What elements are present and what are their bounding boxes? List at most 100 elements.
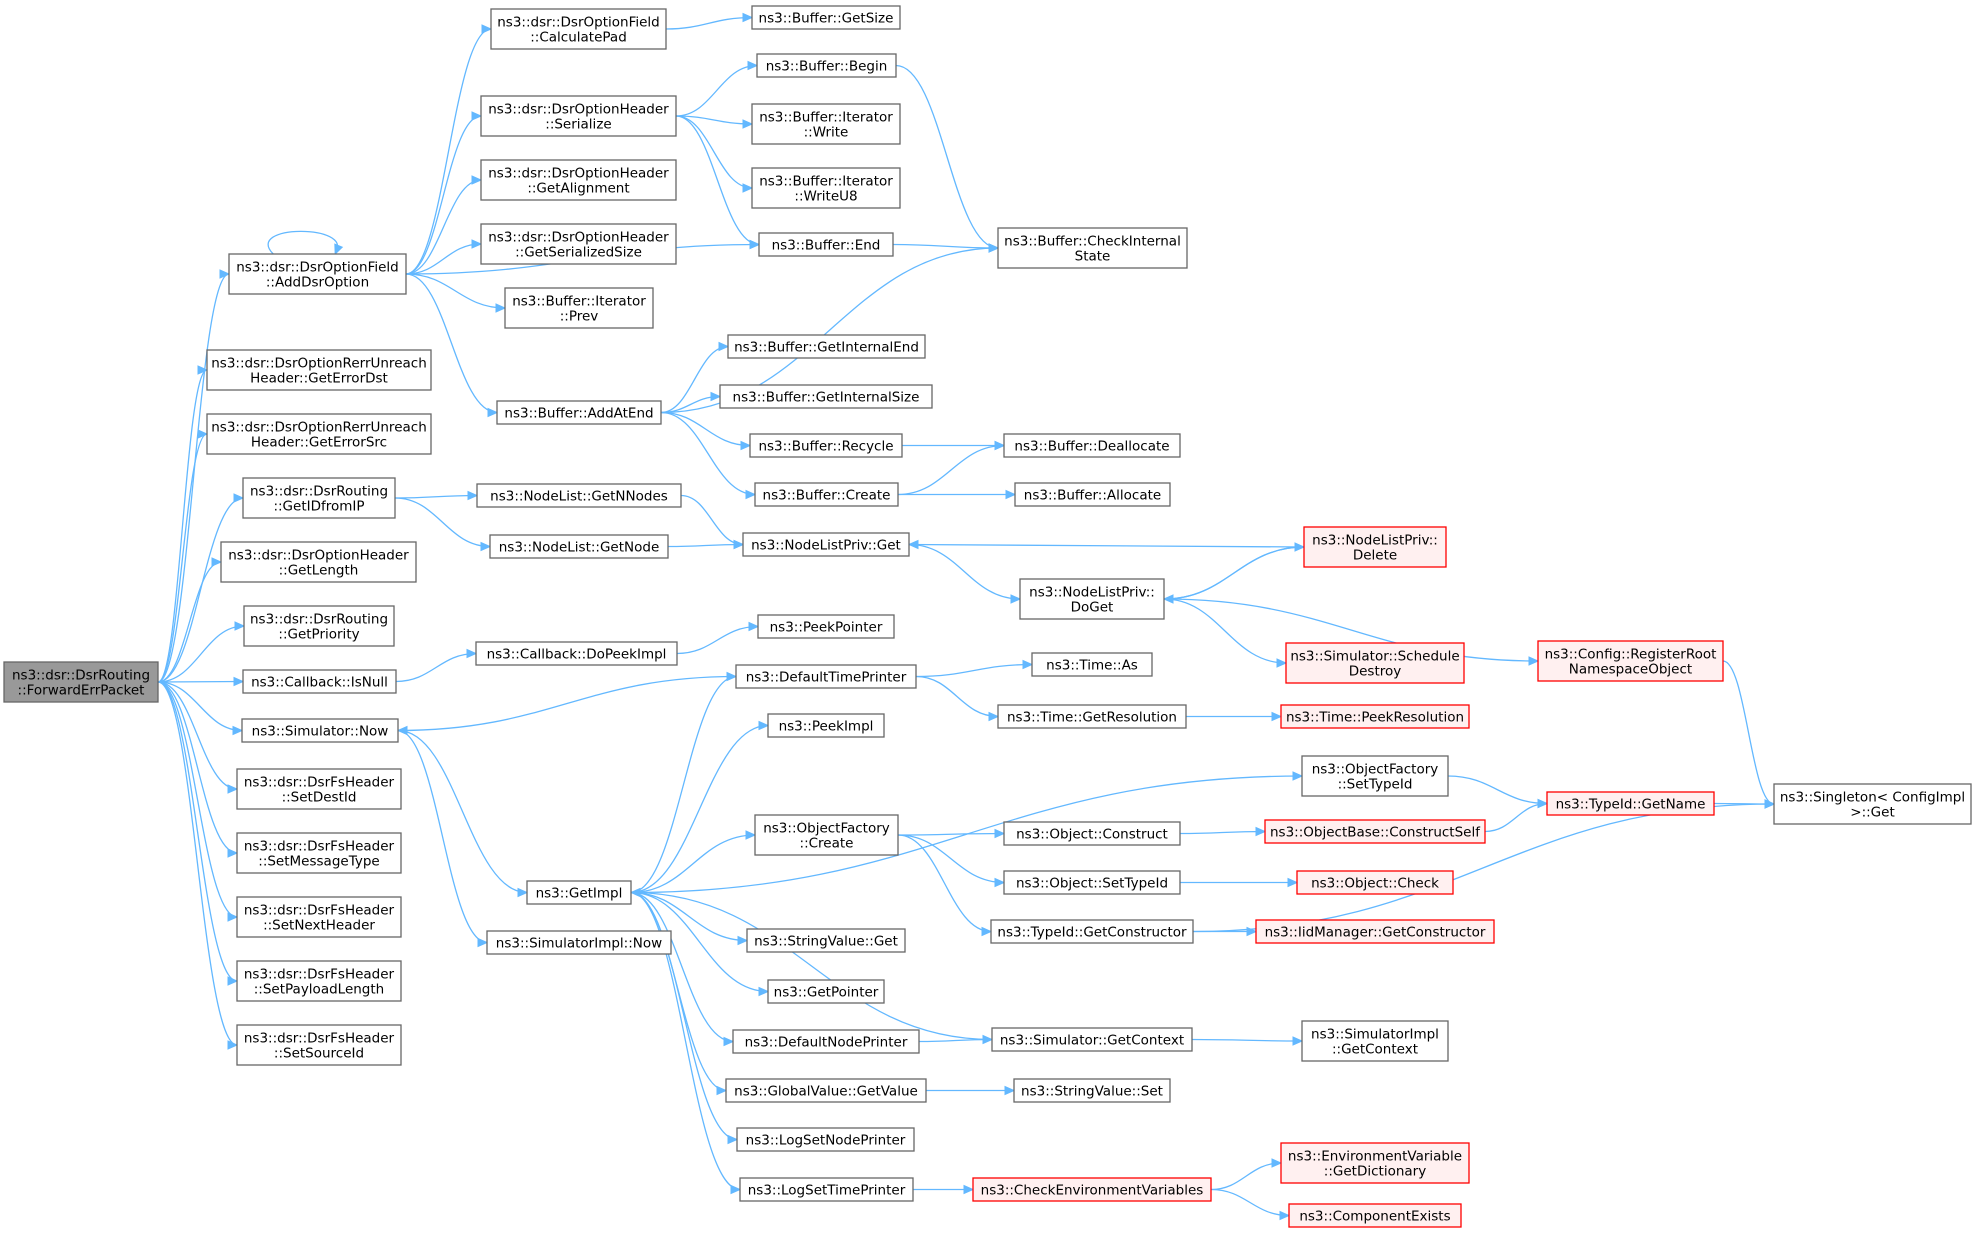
node-stringValueGet[interactable]: ns3::StringValue::Get bbox=[746, 928, 906, 953]
node-nodeListPrivGet[interactable]: ns3::NodeListPriv::Get bbox=[742, 532, 910, 557]
node-logSetNodePrinter[interactable]: ns3::LogSetNodePrinter bbox=[736, 1127, 915, 1152]
node-iterPrev[interactable]: ns3::Buffer::Iterator::Prev bbox=[504, 287, 654, 329]
node-box bbox=[746, 928, 906, 953]
node-simNow[interactable]: ns3::Simulator::Now bbox=[241, 718, 399, 743]
node-doGet[interactable]: ns3::NodeListPriv::DoGet bbox=[1019, 578, 1165, 620]
node-getAlignment[interactable]: ns3::dsr::DsrOptionHeader::GetAlignment bbox=[480, 159, 677, 201]
node-setNextHeader[interactable]: ns3::dsr::DsrFsHeader::SetNextHeader bbox=[236, 896, 402, 938]
node-addAtEnd[interactable]: ns3::Buffer::AddAtEnd bbox=[496, 400, 662, 425]
node-objConstruct[interactable]: ns3::Object::Construct bbox=[1003, 821, 1181, 846]
node-stringValueSet[interactable]: ns3::StringValue::Set bbox=[1013, 1078, 1171, 1103]
node-globalValueGetValue[interactable]: ns3::GlobalValue::GetValue bbox=[725, 1078, 927, 1103]
node-label: ns3::dsr::DsrFsHeader bbox=[244, 775, 395, 791]
node-componentExists[interactable]: ns3::ComponentExists bbox=[1288, 1203, 1462, 1228]
node-label: ns3::LogSetTimePrinter bbox=[748, 1183, 906, 1199]
node-getSerializedSize[interactable]: ns3::dsr::DsrOptionHeader::GetSerialized… bbox=[480, 223, 677, 265]
node-logSetTimePrinter[interactable]: ns3::LogSetTimePrinter bbox=[739, 1177, 914, 1202]
node-label: ns3::Simulator::GetContext bbox=[1000, 1033, 1184, 1049]
node-bufGetSize[interactable]: ns3::Buffer::GetSize bbox=[751, 5, 901, 30]
node-label: ns3::Buffer::Iterator bbox=[759, 110, 893, 126]
node-label: ns3::Buffer::GetSize bbox=[759, 11, 894, 27]
node-box bbox=[725, 1078, 927, 1103]
node-label: ::AddDsrOption bbox=[266, 275, 369, 291]
node-objFactoryCreate[interactable]: ns3::ObjectFactory::Create bbox=[754, 814, 899, 856]
node-objFactorySetTypeId[interactable]: ns3::ObjectFactory::SetTypeId bbox=[1301, 755, 1449, 797]
node-getIDfromIP[interactable]: ns3::dsr::DsrRouting::GetIDfromIP bbox=[242, 477, 396, 519]
node-label: ::SetTypeId bbox=[1338, 777, 1413, 793]
node-doPeekImpl[interactable]: ns3::Callback::DoPeekImpl bbox=[475, 641, 678, 666]
node-getInternalEnd[interactable]: ns3::Buffer::GetInternalEnd bbox=[727, 334, 926, 359]
node-isNull[interactable]: ns3::Callback::IsNull bbox=[242, 669, 397, 694]
node-label: ns3::dsr::DsrOptionField bbox=[236, 260, 398, 276]
node-constructSelf[interactable]: ns3::ObjectBase::ConstructSelf bbox=[1264, 819, 1486, 844]
node-serialize[interactable]: ns3::dsr::DsrOptionHeader::Serialize bbox=[480, 95, 677, 137]
node-setDestId[interactable]: ns3::dsr::DsrFsHeader::SetDestId bbox=[236, 768, 402, 810]
node-defaultNodePrinter[interactable]: ns3::DefaultNodePrinter bbox=[732, 1029, 920, 1054]
edge-globalValueGetValue-to-stringValueSet bbox=[925, 1085, 1016, 1096]
node-objCheck[interactable]: ns3::Object::Check bbox=[1296, 870, 1454, 895]
node-envGetDictionary[interactable]: ns3::EnvironmentVariable::GetDictionary bbox=[1280, 1142, 1470, 1184]
node-objSetTypeId[interactable]: ns3::Object::SetTypeId bbox=[1003, 870, 1181, 895]
node-box bbox=[1280, 1142, 1470, 1184]
edge-root-to-isNull bbox=[157, 676, 245, 687]
edge-nlpDelete-to-doGet bbox=[1162, 546, 1305, 604]
node-setMessageType[interactable]: ns3::dsr::DsrFsHeader::SetMessageType bbox=[236, 832, 402, 874]
node-timeAs[interactable]: ns3::Time::As bbox=[1031, 652, 1153, 677]
node-label: ns3::Buffer::Recycle bbox=[758, 439, 893, 455]
node-typeIdGetName[interactable]: ns3::TypeId::GetName bbox=[1546, 791, 1715, 816]
node-getErrorDst[interactable]: ns3::dsr::DsrOptionRerrUnreachHeader::Ge… bbox=[206, 349, 432, 391]
node-setPayloadLength[interactable]: ns3::dsr::DsrFsHeader::SetPayloadLength bbox=[236, 960, 402, 1002]
edge-objFactoryCreate-to-objSetTypeId bbox=[897, 834, 1006, 888]
node-box bbox=[767, 713, 885, 738]
node-label: ns3::ObjectFactory bbox=[763, 821, 890, 837]
node-deallocate[interactable]: ns3::Buffer::Deallocate bbox=[1003, 433, 1181, 458]
node-getLength[interactable]: ns3::dsr::DsrOptionHeader::GetLength bbox=[220, 541, 417, 583]
node-singletonGet[interactable]: ns3::Singleton< ConfigImpl>::Get bbox=[1773, 783, 1972, 825]
node-box bbox=[220, 541, 417, 583]
node-simImplGetContext[interactable]: ns3::SimulatorImpl::GetContext bbox=[1301, 1020, 1449, 1062]
node-checkEnvVars[interactable]: ns3::CheckEnvironmentVariables bbox=[972, 1177, 1212, 1202]
node-allocate[interactable]: ns3::Buffer::Allocate bbox=[1014, 482, 1171, 507]
node-setSourceId[interactable]: ns3::dsr::DsrFsHeader::SetSourceId bbox=[236, 1024, 402, 1066]
node-simImplNow[interactable]: ns3::SimulatorImpl::Now bbox=[486, 930, 672, 955]
node-nlpDelete[interactable]: ns3::NodeListPriv::Delete bbox=[1303, 526, 1447, 568]
node-label: ns3::LogSetNodePrinter bbox=[746, 1133, 906, 1149]
node-peekPointer[interactable]: ns3::PeekPointer bbox=[757, 614, 895, 639]
node-label: ::GetLength bbox=[279, 563, 359, 579]
node-peekResolution[interactable]: ns3::Time::PeekResolution bbox=[1280, 704, 1470, 729]
edge-objSetTypeId-to-objCheck bbox=[1180, 877, 1299, 888]
edge-getImpl-to-defaultTimePrinter bbox=[630, 671, 738, 894]
node-box bbox=[756, 53, 897, 78]
node-box bbox=[990, 919, 1194, 944]
node-bufEnd[interactable]: ns3::Buffer::End bbox=[758, 232, 894, 257]
node-defaultTimePrinter[interactable]: ns3::DefaultTimePrinter bbox=[735, 664, 917, 689]
node-iidGetConstructor[interactable]: ns3::IidManager::GetConstructor bbox=[1255, 919, 1495, 944]
node-root[interactable]: ns3::dsr::DsrRouting::ForwardErrPacket bbox=[3, 661, 159, 703]
node-calculatePad[interactable]: ns3::dsr::DsrOptionField::CalculatePad bbox=[490, 8, 667, 50]
edge-getImpl-to-peekImpl bbox=[630, 720, 770, 894]
node-iterWriteU8[interactable]: ns3::Buffer::Iterator::WriteU8 bbox=[751, 167, 901, 209]
node-box bbox=[206, 413, 432, 455]
node-nodeListGetNode[interactable]: ns3::NodeList::GetNode bbox=[489, 534, 669, 559]
node-getPointer[interactable]: ns3::GetPointer bbox=[767, 979, 885, 1004]
node-addDsrOption[interactable]: ns3::dsr::DsrOptionField::AddDsrOption bbox=[228, 253, 407, 295]
node-typeIdGetConstructor[interactable]: ns3::TypeId::GetConstructor bbox=[990, 919, 1194, 944]
node-box bbox=[1014, 482, 1171, 507]
node-getInternalSize[interactable]: ns3::Buffer::GetInternalSize bbox=[719, 384, 933, 409]
node-getErrorSrc[interactable]: ns3::dsr::DsrOptionRerrUnreachHeader::Ge… bbox=[206, 413, 432, 455]
node-simGetContext[interactable]: ns3::Simulator::GetContext bbox=[991, 1027, 1193, 1052]
node-label: ns3::EnvironmentVariable bbox=[1288, 1149, 1462, 1165]
node-getNNodes[interactable]: ns3::NodeList::GetNNodes bbox=[476, 483, 682, 508]
node-create[interactable]: ns3::Buffer::Create bbox=[754, 482, 899, 507]
node-label: ns3::NodeList::GetNNodes bbox=[490, 489, 668, 505]
node-peekImpl[interactable]: ns3::PeekImpl bbox=[767, 713, 885, 738]
node-getPriority[interactable]: ns3::dsr::DsrRouting::GetPriority bbox=[243, 605, 395, 647]
node-getResolution[interactable]: ns3::Time::GetResolution bbox=[997, 704, 1187, 729]
node-iterWrite[interactable]: ns3::Buffer::Iterator::Write bbox=[751, 103, 901, 145]
node-bufBegin[interactable]: ns3::Buffer::Begin bbox=[756, 53, 897, 78]
node-recycle[interactable]: ns3::Buffer::Recycle bbox=[749, 433, 903, 458]
node-getImpl[interactable]: ns3::GetImpl bbox=[526, 880, 632, 905]
